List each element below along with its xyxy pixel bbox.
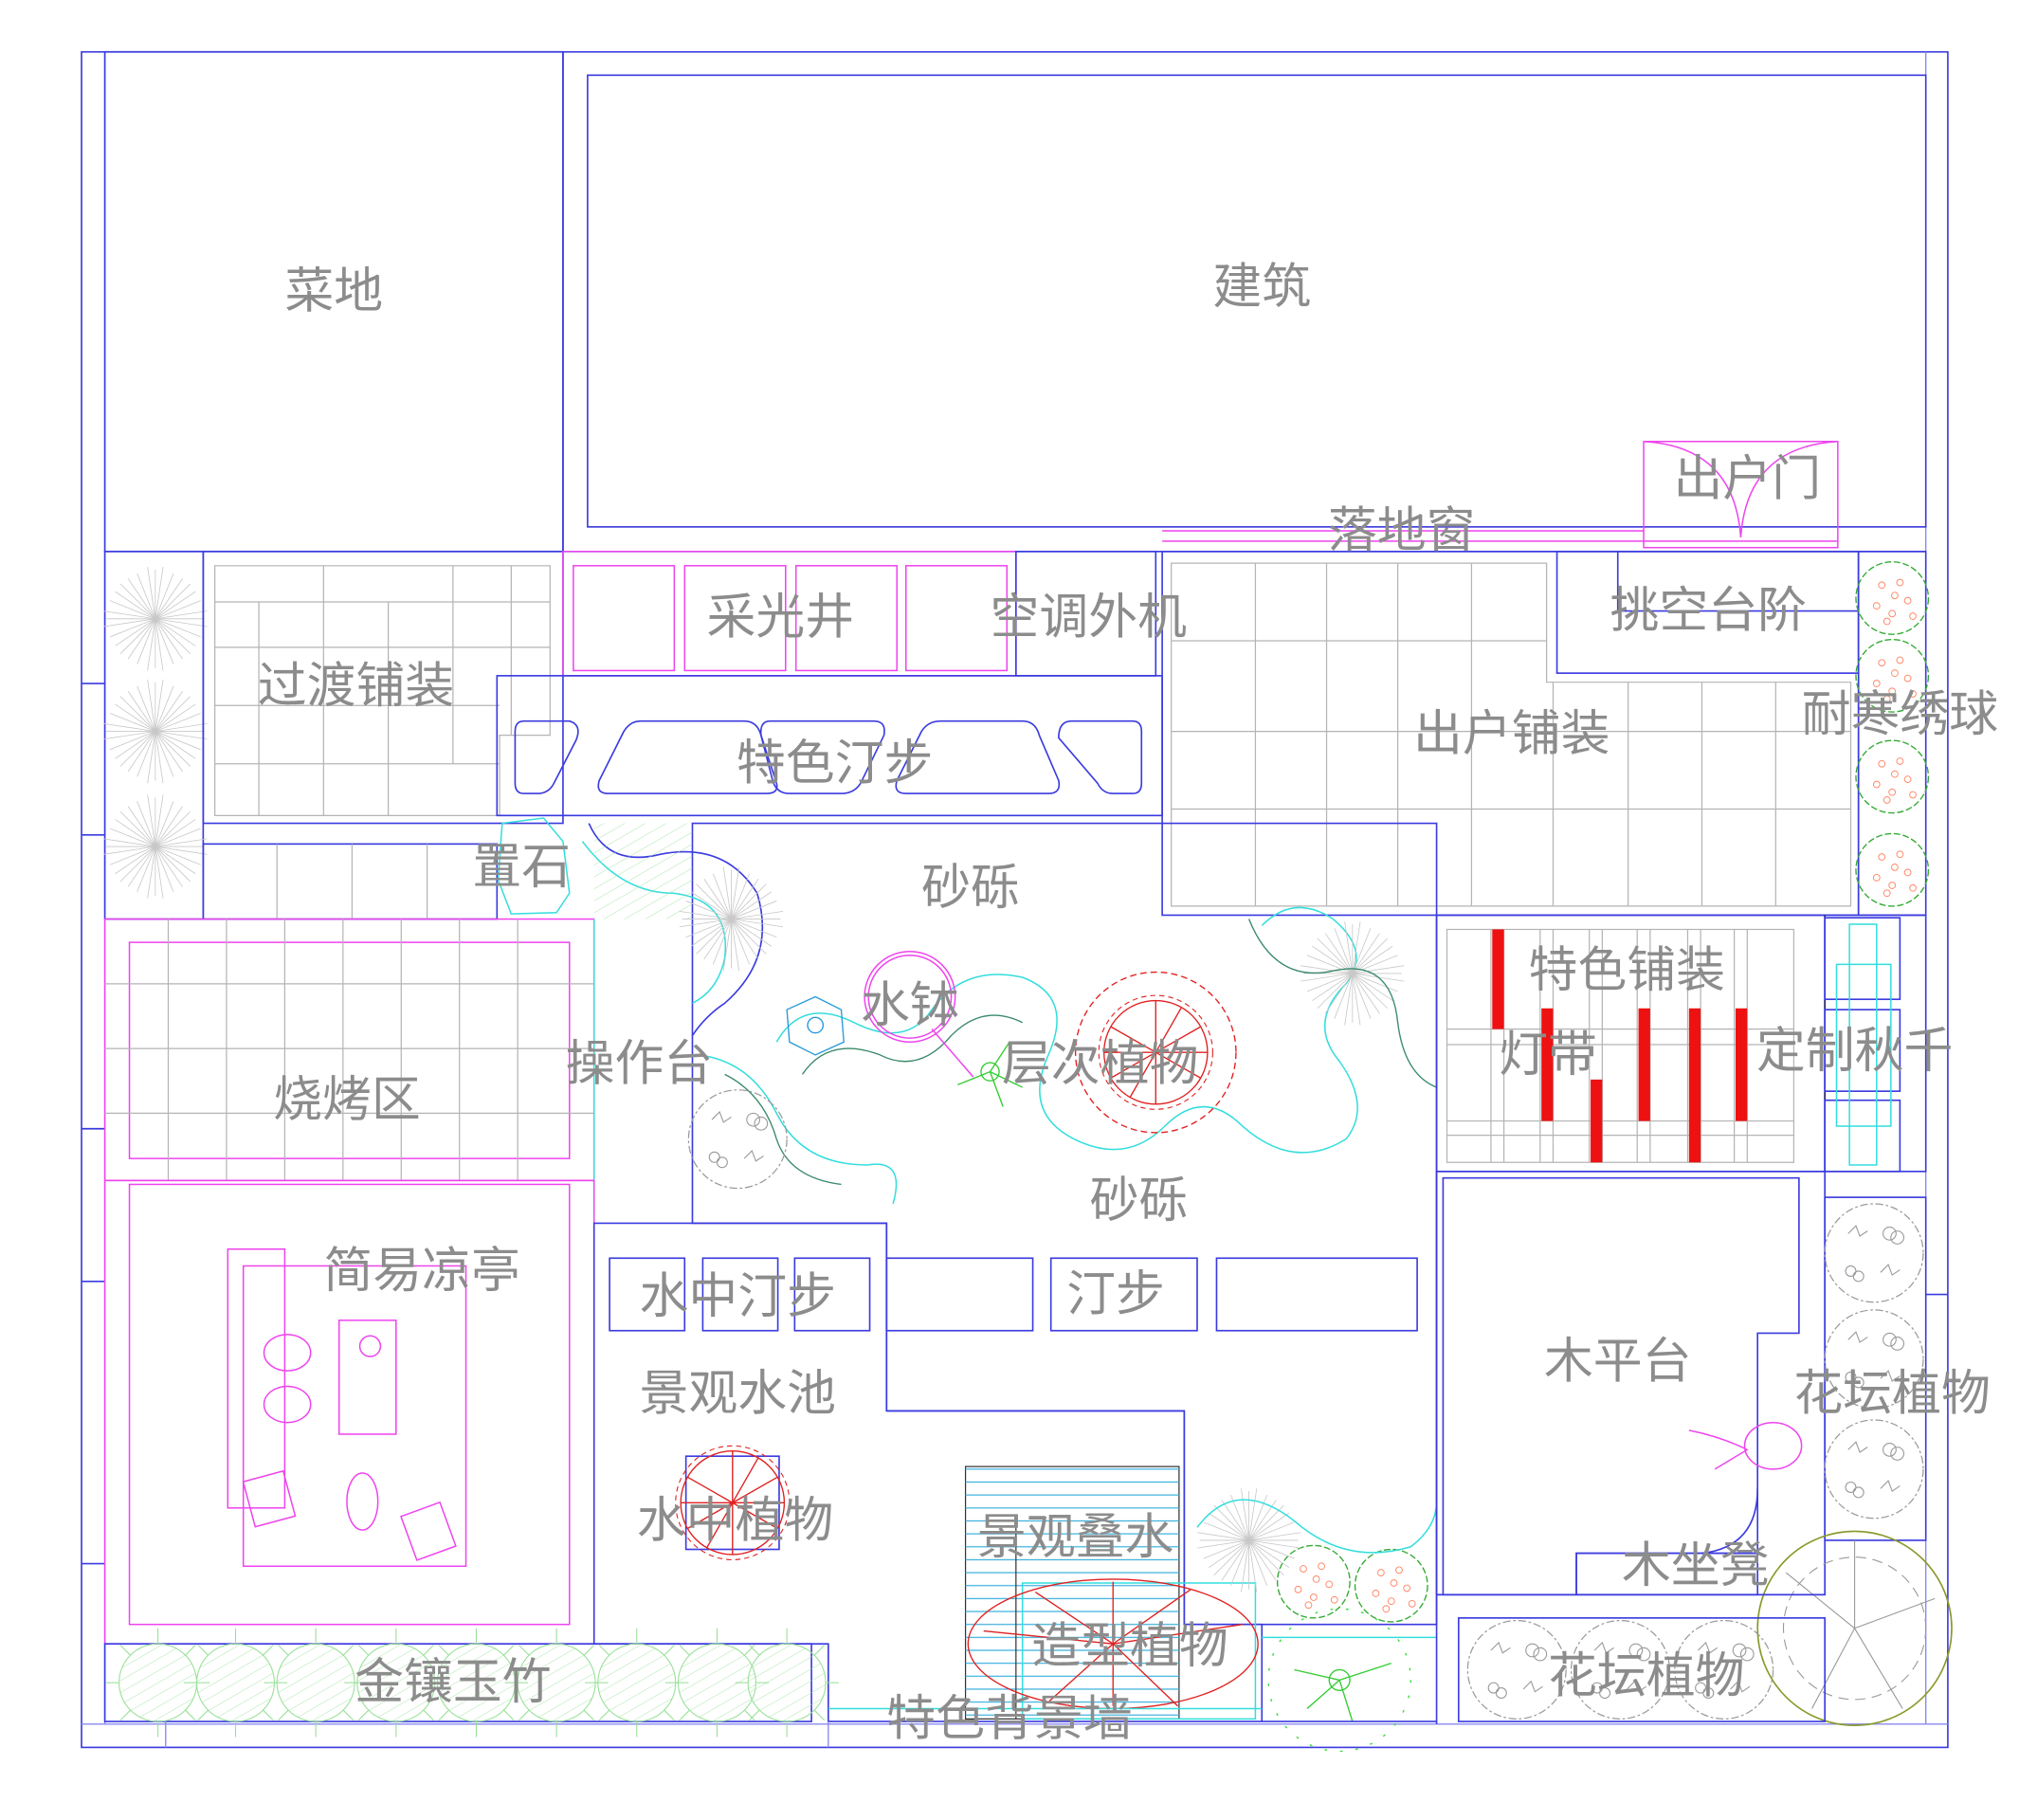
paving-strip: [202, 843, 499, 920]
label-hydrangea: 耐寒绣球: [1802, 686, 1999, 743]
label-topiary: 造型植物: [1031, 1618, 1228, 1675]
building-outline: [587, 74, 1927, 528]
large-tree: [1756, 1530, 1953, 1727]
label-landscape-pool: 景观水池: [640, 1366, 837, 1423]
label-pavilion: 简易凉亭: [323, 1243, 520, 1300]
landscape-cascade: [964, 1465, 1257, 1720]
label-exit-paving: 出户铺装: [1413, 705, 1610, 762]
transition-paving: [202, 550, 564, 825]
label-work-counter: 操作台: [566, 1035, 714, 1092]
tree-strip-left: [102, 550, 208, 920]
label-aquatic-plants: 水中植物: [637, 1492, 834, 1549]
person-swing-icon: [1688, 1421, 1803, 1470]
label-water-stepping-stones: 水中汀步: [640, 1268, 837, 1325]
label-bbq-area: 烧烤区: [273, 1072, 421, 1129]
planter-bottom: [1435, 1171, 1827, 1724]
umbrella-tree-icon: [786, 995, 845, 1056]
label-wood-deck: 木平台: [1544, 1334, 1692, 1391]
label-custom-swing: 定制秋千: [1756, 1023, 1954, 1080]
label-planter-bottom: 花坛植物: [1548, 1647, 1745, 1704]
rock-feature: [497, 817, 784, 1036]
aquatic-plant: [675, 1445, 791, 1561]
label-gravel-1: 砂砾: [921, 860, 1020, 917]
label-light-strip: 灯带: [1499, 1027, 1597, 1083]
label-vegetable-plot: 菜地: [284, 263, 383, 319]
label-light-well: 采光井: [707, 589, 855, 646]
green-shrub: [1262, 1544, 1437, 1753]
label-transition-paving: 过渡铺装: [258, 658, 455, 715]
label-rock: 置石: [472, 839, 571, 896]
label-cantilever-steps: 挑空台阶: [1610, 583, 1808, 640]
water-bowl-icon: [864, 950, 974, 1078]
label-layered-planting: 层次植物: [1002, 1035, 1199, 1092]
planter-right: [1824, 1196, 1948, 1541]
cushion-icon: [242, 1469, 457, 1561]
light-strip-bars: [1492, 929, 1748, 1163]
label-gravel-2: 砂砾: [1090, 1173, 1189, 1229]
person-figure-icon: [263, 1334, 379, 1531]
label-feature-stepping-stones: 特色汀步: [737, 736, 934, 792]
label-feature-wall: 特色背景墙: [886, 1690, 1132, 1747]
label-bamboo: 金镶玉竹: [355, 1654, 552, 1711]
label-floor-window: 落地窗: [1328, 502, 1476, 559]
label-cascade: 景观叠水: [977, 1509, 1174, 1566]
label-water-bowl: 水钵: [861, 977, 959, 1034]
stepping-stones: [885, 1257, 1418, 1332]
label-ac-unit: 空调外机: [991, 589, 1188, 646]
custom-swing: [1824, 914, 1927, 1173]
label-exit-door: 出户门: [1673, 450, 1821, 507]
label-planter-right: 花坛植物: [1793, 1366, 1991, 1423]
label-building: 建筑: [1212, 259, 1311, 316]
label-wood-bench: 木坐凳: [1622, 1538, 1770, 1594]
bamboo-strip: [103, 1628, 840, 1748]
layered-planting: [687, 906, 1358, 1205]
label-stepping-stones: 汀步: [1066, 1266, 1165, 1323]
exit-door: [1643, 440, 1839, 549]
exit-paving: [1161, 550, 1860, 917]
site-boundary: [81, 50, 1949, 1749]
label-feature-paving: 特色铺装: [1529, 942, 1726, 999]
bbq-area: [103, 918, 595, 1182]
